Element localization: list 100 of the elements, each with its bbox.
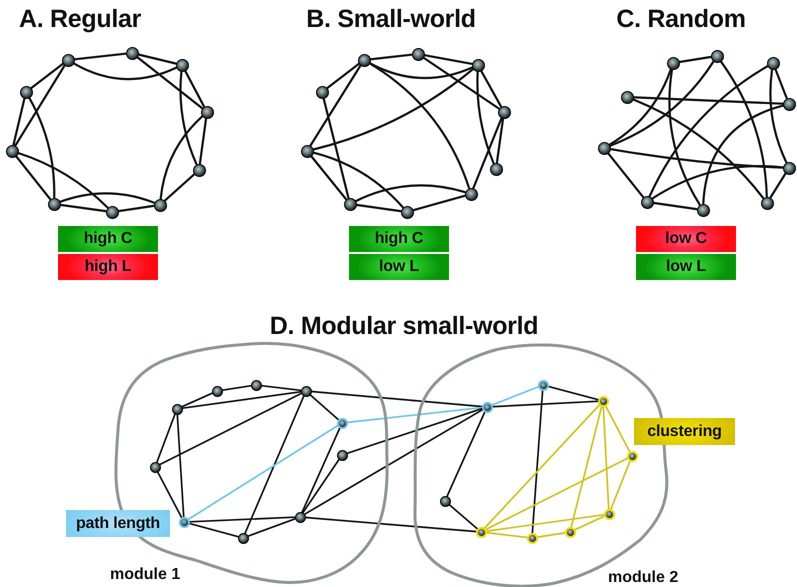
panel-title: A. Regular (18, 4, 142, 34)
network-link (312, 68, 474, 151)
network-link (496, 117, 504, 164)
network-link (476, 70, 495, 164)
panel-title: B. Small-world (306, 4, 476, 34)
network-node (6, 144, 18, 158)
network-link (412, 194, 466, 212)
network-link (181, 392, 213, 408)
network-link (472, 116, 503, 190)
network-node (212, 386, 222, 396)
network-link (492, 400, 598, 408)
network-node (604, 508, 614, 520)
network-link (574, 515, 605, 531)
module-label: module 2 (608, 569, 678, 587)
network-link (354, 184, 466, 202)
network-link (247, 518, 296, 537)
network-link (648, 65, 768, 198)
network-link (368, 62, 474, 80)
network-link (604, 405, 630, 452)
network-link (632, 98, 764, 199)
module-label: module 1 (110, 566, 180, 584)
network-node (126, 46, 138, 60)
network-link (491, 386, 539, 406)
network-node (696, 204, 710, 216)
network-node (564, 526, 576, 538)
metric-badge: low C (636, 226, 736, 252)
network-node (710, 50, 724, 62)
network-link (355, 204, 402, 212)
network-node (598, 142, 610, 154)
network-link (188, 516, 296, 523)
network-link (547, 386, 599, 400)
network-link (651, 164, 784, 200)
network-link (702, 104, 784, 205)
network-node (626, 450, 638, 462)
network-link (164, 173, 196, 202)
network-link (222, 384, 252, 392)
network-link (484, 404, 600, 529)
network-link (159, 392, 302, 466)
network-link (486, 532, 528, 538)
network-node (250, 380, 262, 390)
network-link (310, 390, 482, 408)
network-node (172, 404, 182, 414)
network-node (316, 86, 328, 98)
network-node (766, 56, 780, 70)
network-link (536, 532, 566, 538)
network-node (176, 58, 188, 72)
network-link (312, 152, 404, 208)
network-link (156, 413, 176, 463)
network-node (200, 106, 214, 118)
network-node (178, 516, 190, 528)
network-node (440, 496, 450, 506)
metric-badge: high C (58, 226, 158, 252)
network-link (72, 62, 178, 80)
network-node (464, 188, 478, 200)
network-node (412, 48, 424, 60)
network-link (422, 56, 500, 110)
network-link (609, 60, 715, 147)
network-link (480, 70, 502, 108)
network-link (188, 522, 239, 538)
network-node (620, 90, 634, 104)
network-node (666, 56, 680, 70)
network-node (498, 106, 510, 118)
network-node (476, 526, 486, 538)
network-link (602, 406, 610, 510)
network-link (769, 68, 788, 164)
network-node (358, 54, 370, 66)
network-link (652, 202, 698, 210)
network-link (720, 60, 768, 198)
network-link (301, 427, 341, 513)
network-link (160, 115, 204, 200)
network-node (48, 198, 60, 210)
network-node (238, 532, 248, 544)
network-link (368, 62, 470, 189)
network-node (300, 386, 312, 396)
network-node (782, 162, 796, 174)
network-link (532, 390, 544, 534)
network-link (73, 52, 127, 60)
metric-badge: low L (349, 254, 449, 280)
metric-badge: high L (58, 254, 158, 280)
network-link (260, 384, 302, 392)
network-node (294, 512, 306, 522)
network-link (59, 204, 107, 212)
network-link (137, 53, 177, 65)
network-link (176, 414, 185, 518)
network-link (609, 148, 784, 169)
network-link (570, 405, 603, 528)
highlight-tag: clustering (634, 418, 735, 445)
network-link (117, 204, 155, 212)
network-link (326, 62, 360, 90)
network-link (309, 64, 362, 147)
network-link (632, 96, 784, 105)
network-link (606, 152, 644, 198)
network-link (610, 460, 631, 510)
network-node (154, 198, 166, 212)
network-link (28, 96, 56, 199)
network-link (769, 172, 787, 199)
network-link (17, 152, 108, 208)
highlight-tag: path length (66, 510, 170, 537)
network-link (346, 406, 482, 424)
network-link (448, 504, 478, 530)
